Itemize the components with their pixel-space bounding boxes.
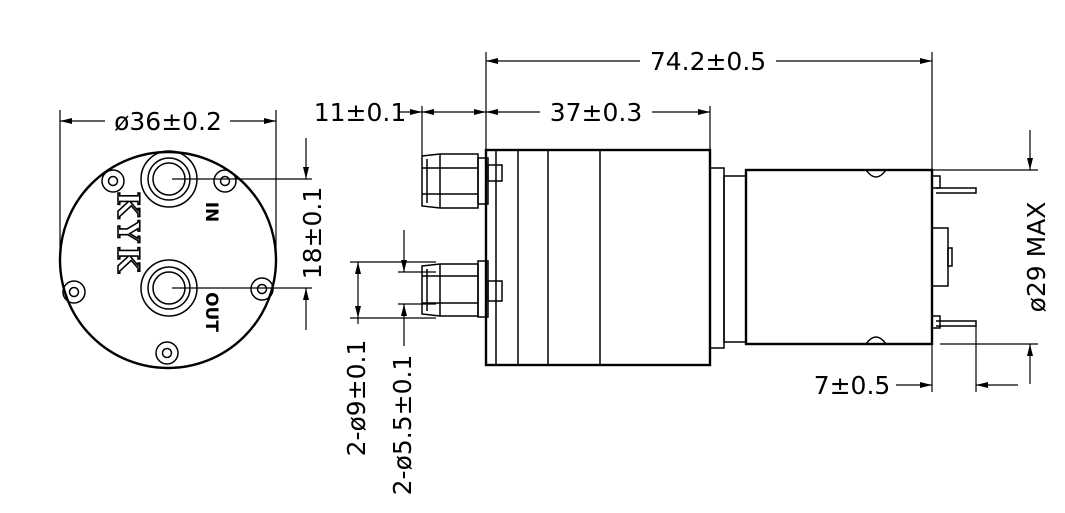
lower-barb-fitting (421, 260, 503, 318)
motor-body (744, 168, 953, 346)
dim-terminal-length: 7±0.5 (814, 371, 891, 400)
dim-motor-diameter: ø29 MAX (1022, 202, 1051, 313)
mounting-holes (62, 169, 274, 365)
dim-port-spacing: 18±0.1 (298, 187, 327, 280)
pump-body-outline (58, 150, 278, 370)
brand-logo: KYK (110, 192, 145, 277)
motor-terminals (936, 187, 977, 327)
in-label: IN (201, 202, 221, 223)
pump-head (484, 148, 712, 367)
dim-barb-outer-diameter: 2-ø9±0.1 (342, 340, 371, 457)
dim-body-diameter: ø36±0.2 (114, 107, 222, 136)
motor-flange (709, 167, 725, 349)
dim-inlet-length: 11±0.1 (314, 98, 407, 127)
front-view: KYK IN OUT ø36±0.2 18±0.1 (58, 107, 327, 370)
out-label: OUT (201, 292, 221, 332)
dim-barb-inner-diameter: 2-ø5.5±0.1 (388, 355, 417, 496)
dim-head-length: 37±0.3 (550, 98, 643, 127)
dim-overall-length: 74.2±0.5 (650, 47, 766, 76)
side-view: 74.2±0.5 11±0.1 37±0.3 ø29 MAX 7±0.5 2-ø… (314, 47, 1051, 495)
upper-barb-fitting (421, 153, 503, 209)
